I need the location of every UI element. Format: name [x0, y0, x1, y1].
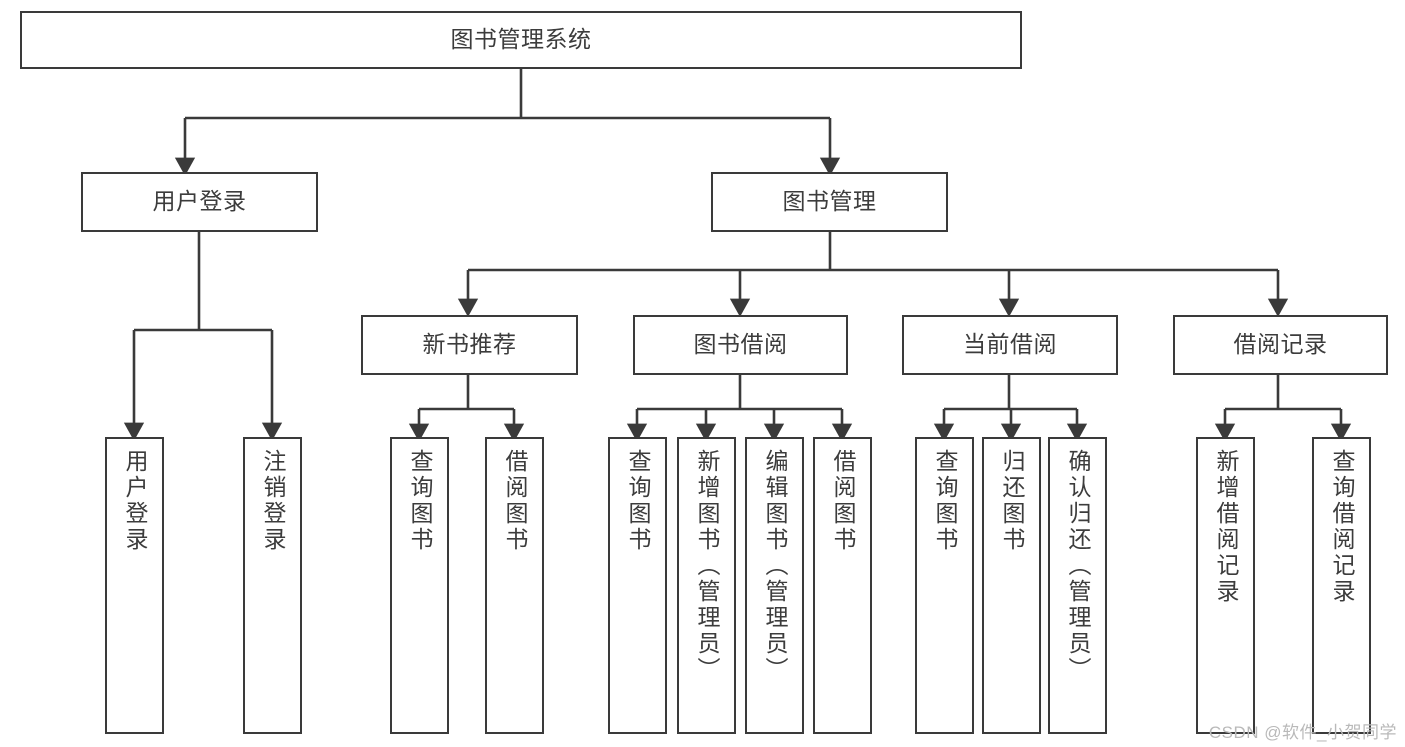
node-label: 查询图书 — [407, 449, 433, 553]
node-label: 编辑图书（管理员） — [762, 449, 788, 683]
node-current-borrow[interactable]: 当前借阅 — [902, 315, 1118, 375]
node-leaf-edit-book-admin[interactable]: 编辑图书（管理员） — [745, 437, 804, 734]
node-leaf-confirm-return-admin[interactable]: 确认归还（管理员） — [1048, 437, 1107, 734]
node-label: 借阅记录 — [1233, 331, 1328, 358]
node-borrow-record[interactable]: 借阅记录 — [1173, 315, 1388, 375]
node-label: 用户登录 — [152, 188, 247, 215]
node-leaf-add-borrow-record[interactable]: 新增借阅记录 — [1196, 437, 1255, 734]
node-leaf-query-book-borrow[interactable]: 查询图书 — [608, 437, 667, 734]
node-label: 确认归还（管理员） — [1065, 449, 1091, 683]
node-label: 图书管理 — [782, 188, 877, 215]
node-leaf-borrow-book-recommend[interactable]: 借阅图书 — [485, 437, 544, 734]
node-leaf-borrow-book[interactable]: 借阅图书 — [813, 437, 872, 734]
csdn-watermark: CSDN @软件_小贺同学 — [1208, 723, 1397, 742]
node-leaf-return-book[interactable]: 归还图书 — [982, 437, 1041, 734]
node-new-book-recommend[interactable]: 新书推荐 — [361, 315, 578, 375]
node-label: 图书管理系统 — [450, 26, 592, 53]
node-leaf-query-book-recommend[interactable]: 查询图书 — [390, 437, 449, 734]
node-leaf-query-borrow-record[interactable]: 查询借阅记录 — [1312, 437, 1371, 734]
node-leaf-query-book-current[interactable]: 查询图书 — [915, 437, 974, 734]
node-label: 借阅图书 — [502, 449, 528, 553]
node-label: 查询图书 — [625, 449, 651, 553]
node-book-management[interactable]: 图书管理 — [711, 172, 948, 232]
node-label: 查询借阅记录 — [1329, 449, 1355, 605]
node-label: 查询图书 — [932, 449, 958, 553]
node-user-login[interactable]: 用户登录 — [81, 172, 318, 232]
node-label: 新增图书（管理员） — [694, 449, 720, 683]
node-label: 借阅图书 — [830, 449, 856, 553]
node-label: 当前借阅 — [963, 331, 1057, 358]
node-label: 归还图书 — [999, 449, 1025, 553]
node-leaf-logout[interactable]: 注销登录 — [243, 437, 302, 734]
node-label: 注销登录 — [260, 449, 286, 553]
node-label: 新书推荐 — [422, 331, 517, 358]
node-leaf-add-book-admin[interactable]: 新增图书（管理员） — [677, 437, 736, 734]
node-root-system[interactable]: 图书管理系统 — [20, 11, 1022, 69]
node-label: 用户登录 — [122, 449, 148, 553]
node-book-borrow[interactable]: 图书借阅 — [633, 315, 848, 375]
node-label: 新增借阅记录 — [1213, 449, 1239, 605]
node-leaf-user-login[interactable]: 用户登录 — [105, 437, 164, 734]
node-label: 图书借阅 — [693, 331, 788, 358]
